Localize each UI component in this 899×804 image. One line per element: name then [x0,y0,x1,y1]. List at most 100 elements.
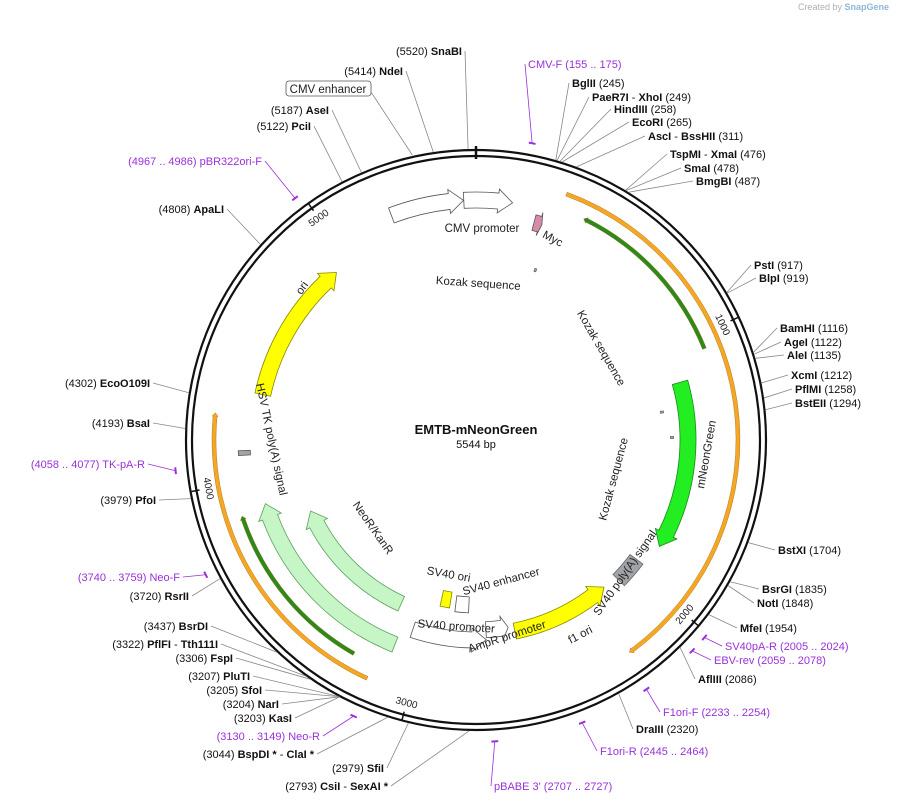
kozak-sequence-feature[interactable] [670,436,674,439]
enzyme-site-ndei[interactable]: (5414) NdeI [344,66,434,153]
kozak-sequence-feature[interactable] [533,267,538,273]
primer-mark [203,571,209,579]
enzyme-site-nari[interactable]: (3204) NarI [223,696,340,711]
enzyme-site-apali[interactable]: (4808) ApaLI [159,204,261,245]
kozak-sequence-feature[interactable] [659,410,664,414]
primer-tkpar[interactable]: (4058 .. 4077) TK-pA-R [31,459,177,475]
enzyme-label: MfeI (1954) [740,623,797,635]
enzyme-site-sfii[interactable]: (2979) SfiI [332,722,409,775]
enzyme-name: BamHI [780,323,815,335]
cmv-promoter-feature[interactable] [462,188,514,214]
enzyme-coord: (3322) [112,639,147,651]
credit-prefix: Created by [797,2,842,12]
leader-line [322,715,354,737]
enzyme-label: EcoRI (265) [632,117,692,129]
enzyme-site-bsrgi[interactable]: BsrGI (1835) [730,581,827,596]
enzyme-site-fspi[interactable]: (3306) FspI [176,653,311,680]
enzyme-site-afliii[interactable]: AflIII (2086) [679,647,757,686]
hsv-tk-poly-a-signal-feature[interactable] [237,449,251,457]
enzyme-site-noti[interactable]: NotI (1848) [727,585,813,611]
primer-neor[interactable]: (3130 .. 3149) Neo-R [217,713,358,743]
ampr-promoter-feature[interactable] [485,614,509,642]
enzyme-site-paer7i[interactable]: PaeR7I - XhoI (249) [556,92,691,161]
myc-feature[interactable] [531,212,544,236]
separator: - [171,639,181,651]
primer-mark [174,467,177,475]
enzyme-site-pcii[interactable]: (5122) PciI [257,121,343,182]
mneongreen-feature[interactable] [654,379,697,547]
neor-kanr-feature-inner[interactable] [305,510,406,612]
enzyme-site-bglii[interactable]: BglII (245) [555,78,625,161]
enzyme-site-smai[interactable]: SmaI (478) [625,163,739,192]
primer-f1orir[interactable]: F1ori-R (2445 .. 2464) [578,720,708,758]
primer-pbabe3[interactable]: pBABE 3' (2707 .. 2727) [490,740,612,793]
enzyme-site-bsteii[interactable]: BstEII (1294) [765,398,861,411]
leader-line [147,463,176,472]
sv40-ori-feature[interactable] [439,590,453,609]
enzyme-name: BsrDI [179,621,208,633]
enzyme-site-tspmi[interactable]: TspMI - XmaI (476) [625,149,766,191]
f1-ori-feature[interactable] [512,586,605,640]
enzyme-site-xcmi[interactable]: XcmI (1212) [761,370,852,384]
enzyme-site-alei[interactable]: AleI (1135) [755,350,841,362]
enzyme-site-pfoi[interactable]: (3979) PfoI [100,495,191,507]
primer-name: F1ori-F [663,707,702,719]
enzyme-site-bsrdi[interactable]: (3437) BsrDI [144,621,278,653]
primer-neof[interactable]: (3740 .. 3759) Neo-F [78,571,209,584]
enzyme-label: (3204) NarI [223,699,279,711]
enzyme-coord: (476) [737,149,766,161]
enzyme-site-sfoi[interactable]: (3205) SfoI [206,685,339,698]
enzyme-site-asci[interactable]: AscI - BssHII (311) [576,131,743,168]
primer-cmvf[interactable]: CMV-F (155 .. 175) [524,59,622,145]
enzyme-site-eco0109i[interactable]: (4302) EcoO109I [65,378,189,394]
enzyme-site-blpi[interactable]: BlpI (919) [726,273,809,294]
enzyme-site-bspdi[interactable]: (3044) BspDI * - ClaI * [203,716,388,761]
enzyme-label: SmaI (478) [684,163,739,175]
enzyme-site-asei[interactable]: (5187) AseI [271,105,362,173]
enzyme-label: TspMI - XmaI (476) [670,149,766,161]
leader-line [490,741,496,787]
ori-feature[interactable] [254,272,337,397]
enzyme-site-csii[interactable]: (2793) CsiI - SexAI * [285,730,470,793]
enzyme-site-psti[interactable]: PstI (917) [726,260,803,293]
enzyme-site-draiii[interactable]: DraIII (2320) [618,693,699,736]
primer-sv40par[interactable]: SV40pA-R (2005 .. 2024) [701,634,849,653]
leader-line [679,647,696,680]
leader-line [753,327,778,353]
orf-arrow [211,412,369,681]
enzyme-label: BamHI (1116) [780,323,848,335]
primer-coord: (4058 .. 4077) [31,459,102,471]
enzyme-coord: (1848) [778,598,813,610]
enzyme-coord: (3044) [203,749,238,761]
enzyme-site-pflmi[interactable]: PflMI (1258) [763,384,856,399]
enzyme-site-bstxi[interactable]: BstXI (1704) [748,542,841,557]
sv40-promoter-feature[interactable] [409,621,487,653]
enzyme-site-pflfi[interactable]: (3322) PflFI - Tth111I [112,639,307,677]
enzyme-site-agei[interactable]: AgeI (1122) [753,337,842,355]
enzyme-site-ecori[interactable]: EcoRI (265) [561,117,692,163]
primer-mark [689,647,696,655]
enzyme-site-hindiii[interactable]: HindIII (258) [559,104,676,162]
primer-pbr322[interactable]: (4967 .. 4986) pBR322ori-F [128,156,299,202]
cmv-enhancer-feature[interactable] [388,188,465,224]
primer-ebvrev[interactable]: EBV-rev (2059 .. 2078) [689,647,826,667]
enzyme-site-rsrii[interactable]: (3720) RsrII [130,578,221,603]
neor-kanr-feature[interactable] [258,503,399,653]
enzyme-site-bmgbi[interactable]: BmgBI (487) [628,176,761,193]
sv40-enhancer-feature[interactable] [454,595,470,614]
enzyme-site-plutI[interactable]: (3207) PluTI [188,671,339,697]
enzyme-coord: (245) [596,78,625,90]
enzyme-coord: (3204) [223,699,258,711]
sv40-poly-a-signal-feature[interactable] [612,553,644,587]
enzyme-site-snabi[interactable]: (5520) SnaBI [396,46,469,150]
enzyme-site-bamhi[interactable]: BamHI (1116) [753,323,848,353]
leader-line [748,542,776,551]
enzyme-site-bsai[interactable]: (4193) BsaI [92,418,186,430]
enzyme-site-kasi[interactable]: (3203) KasI [234,696,340,725]
enzyme-name: KasI [269,713,292,725]
leader-line [704,637,723,647]
primer-label: F1ori-R (2445 .. 2464) [600,746,708,758]
primer-f1orif[interactable]: F1ori-F (2233 .. 2254) [643,686,770,719]
enzyme-site-mfei[interactable]: MfeI (1954) [708,614,797,635]
enzyme-label: XcmI (1212) [791,370,852,382]
